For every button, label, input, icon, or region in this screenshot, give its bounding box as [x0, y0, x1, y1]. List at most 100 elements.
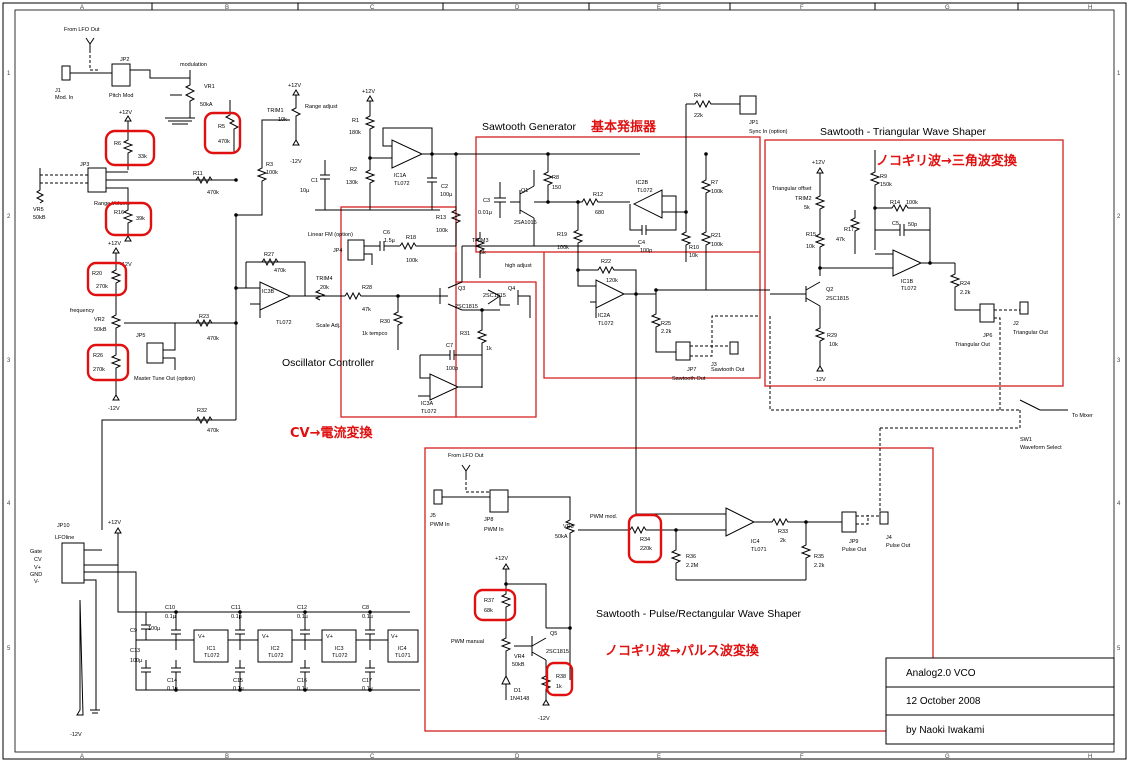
svg-text:Mod. In: Mod. In: [55, 95, 73, 101]
j1-mod-in: From LFO Out J1 Mod. In: [55, 27, 112, 101]
svg-text:68k: 68k: [484, 608, 493, 614]
grid-col-h-b: H: [1088, 754, 1092, 760]
svg-text:C6: C6: [383, 230, 390, 236]
r32: R32 470k: [101, 408, 236, 530]
svg-text:R33: R33: [778, 529, 788, 535]
r38: R38 1k -12V: [538, 672, 566, 722]
grid-columns-bottom: A B C D E F G H: [80, 754, 1092, 760]
ic-power-blocks: V+ IC1 TL072 V+ IC2 TL072 V+ IC3 TL072 V…: [193, 629, 419, 663]
svg-text:TRIM3: TRIM3: [472, 238, 489, 244]
svg-text:TL072: TL072: [901, 286, 917, 292]
svg-text:R18: R18: [406, 235, 416, 241]
svg-text:C2: C2: [441, 184, 448, 190]
r23: R23 470k: [195, 314, 219, 342]
svg-text:2.2k: 2.2k: [814, 563, 825, 569]
svg-text:10k: 10k: [806, 244, 815, 250]
svg-text:R30: R30: [380, 319, 390, 325]
svg-text:V+: V+: [198, 634, 205, 640]
svg-text:TL072: TL072: [598, 321, 614, 327]
svg-text:TL072: TL072: [637, 188, 653, 194]
ic4-pulse: IC4 TL071 R33 2k R35 2.2k: [676, 507, 842, 581]
svg-text:2SC1815: 2SC1815: [455, 304, 478, 310]
junctions: [174, 152, 932, 692]
svg-text:TL071: TL071: [395, 653, 411, 659]
grid-col-c: C: [370, 5, 375, 11]
svg-text:100p: 100p: [640, 248, 652, 254]
svg-text:V+: V+: [262, 634, 269, 640]
title-block-author: by Naoki Iwakami: [906, 725, 984, 736]
sw1-waveform-select: To Mixer SW1 Waveform Select: [769, 316, 1093, 515]
title-block: Analog2.0 VCO 12 October 2008 by Naoki I…: [885, 657, 1115, 745]
svg-text:R14: R14: [890, 200, 900, 206]
svg-text:-12V: -12V: [290, 159, 302, 165]
svg-text:1k: 1k: [486, 346, 492, 352]
svg-text:0.1µ: 0.1µ: [362, 686, 374, 692]
svg-text:TRIM4: TRIM4: [316, 276, 333, 282]
svg-text:-12V: -12V: [108, 406, 120, 412]
svg-text:VR2: VR2: [94, 317, 105, 323]
svg-text:PWM mod.: PWM mod.: [590, 514, 618, 520]
r20: +12V -12V R20 270k: [92, 241, 132, 305]
svg-text:R37: R37: [484, 598, 494, 604]
grid-rows: 1 2 3 4 5 1 2 3 4 5: [7, 71, 1121, 652]
r12-ic2b: R12 680 IC2B TL072 C4 100p: [548, 180, 686, 254]
svg-text:R23: R23: [199, 314, 209, 320]
svg-text:R2: R2: [350, 167, 357, 173]
svg-text:C1: C1: [311, 178, 318, 184]
svg-text:R17: R17: [844, 227, 854, 233]
grid-columns-top: A B C D E F G H: [80, 3, 1092, 11]
r15-q2-r29: R15 10k Q2 2SC1815 R29 10k -12V: [770, 224, 849, 383]
svg-text:R3: R3: [266, 162, 273, 168]
svg-text:+12V: +12V: [495, 556, 508, 562]
svg-text:2SA1015: 2SA1015: [514, 220, 537, 226]
svg-text:GND: GND: [30, 572, 42, 578]
svg-text:TRIM1: TRIM1: [267, 108, 284, 114]
svg-text:47k: 47k: [836, 237, 845, 243]
svg-text:J1: J1: [55, 88, 61, 94]
svg-text:TL071: TL071: [751, 547, 767, 553]
svg-text:R9: R9: [880, 174, 887, 180]
svg-text:Triangular Out: Triangular Out: [955, 342, 990, 348]
grid-row-1: 1: [7, 71, 11, 77]
svg-text:IC1A: IC1A: [394, 173, 407, 179]
grid-row-4r: 4: [1117, 501, 1121, 507]
svg-text:IC1B: IC1B: [901, 279, 914, 285]
svg-text:Q3: Q3: [458, 286, 465, 292]
ic1b: IC1B TL072: [820, 249, 955, 292]
svg-text:R13: R13: [436, 215, 446, 221]
svg-text:680: 680: [595, 210, 604, 216]
svg-text:R16: R16: [114, 210, 124, 216]
svg-text:R11: R11: [193, 171, 203, 177]
svg-text:JP6: JP6: [983, 333, 992, 339]
trim3-high-adjust: TRIM3 5k high adjust: [472, 232, 532, 278]
svg-text:C12: C12: [297, 605, 307, 611]
svg-text:100k: 100k: [436, 228, 448, 234]
r8: R8 150: [534, 154, 561, 203]
ic1a-reference: +12V R1 180k R2 130k IC1A TL072 C1 10µ C…: [300, 89, 640, 211]
svg-text:PWM manual: PWM manual: [451, 639, 484, 645]
j5-pwm-in: From LFO Out J5 PWM In JP8 PWM In: [430, 453, 571, 533]
box-sawtooth-gen-lower: [543, 252, 761, 379]
svg-text:IC2A: IC2A: [598, 313, 611, 319]
r6: +12V R6 33k: [114, 110, 147, 170]
svg-text:150: 150: [552, 185, 561, 191]
vr1-modulation: VR1 50kA: [165, 70, 215, 125]
svg-text:Q4: Q4: [508, 286, 515, 292]
svg-text:22k: 22k: [694, 113, 703, 119]
svg-text:V-: V-: [34, 579, 39, 585]
svg-text:IC4: IC4: [751, 539, 760, 545]
svg-text:IC3A: IC3A: [421, 401, 434, 407]
c3-q1: C3 0.01µ Q1 2SA1015: [478, 170, 537, 246]
svg-text:Range adjust: Range adjust: [305, 104, 338, 110]
grid-row-4: 4: [7, 501, 11, 507]
svg-text:JP3: JP3: [80, 162, 89, 168]
svg-text:R15: R15: [806, 232, 816, 238]
svg-text:J3: J3: [711, 362, 717, 368]
svg-text:2.2M: 2.2M: [686, 563, 699, 569]
svg-text:LFOline: LFOline: [55, 535, 74, 541]
svg-text:2k: 2k: [780, 538, 786, 544]
grid-row-3: 3: [7, 358, 11, 364]
svg-text:R24: R24: [960, 281, 970, 287]
svg-text:TL072: TL072: [268, 653, 284, 659]
